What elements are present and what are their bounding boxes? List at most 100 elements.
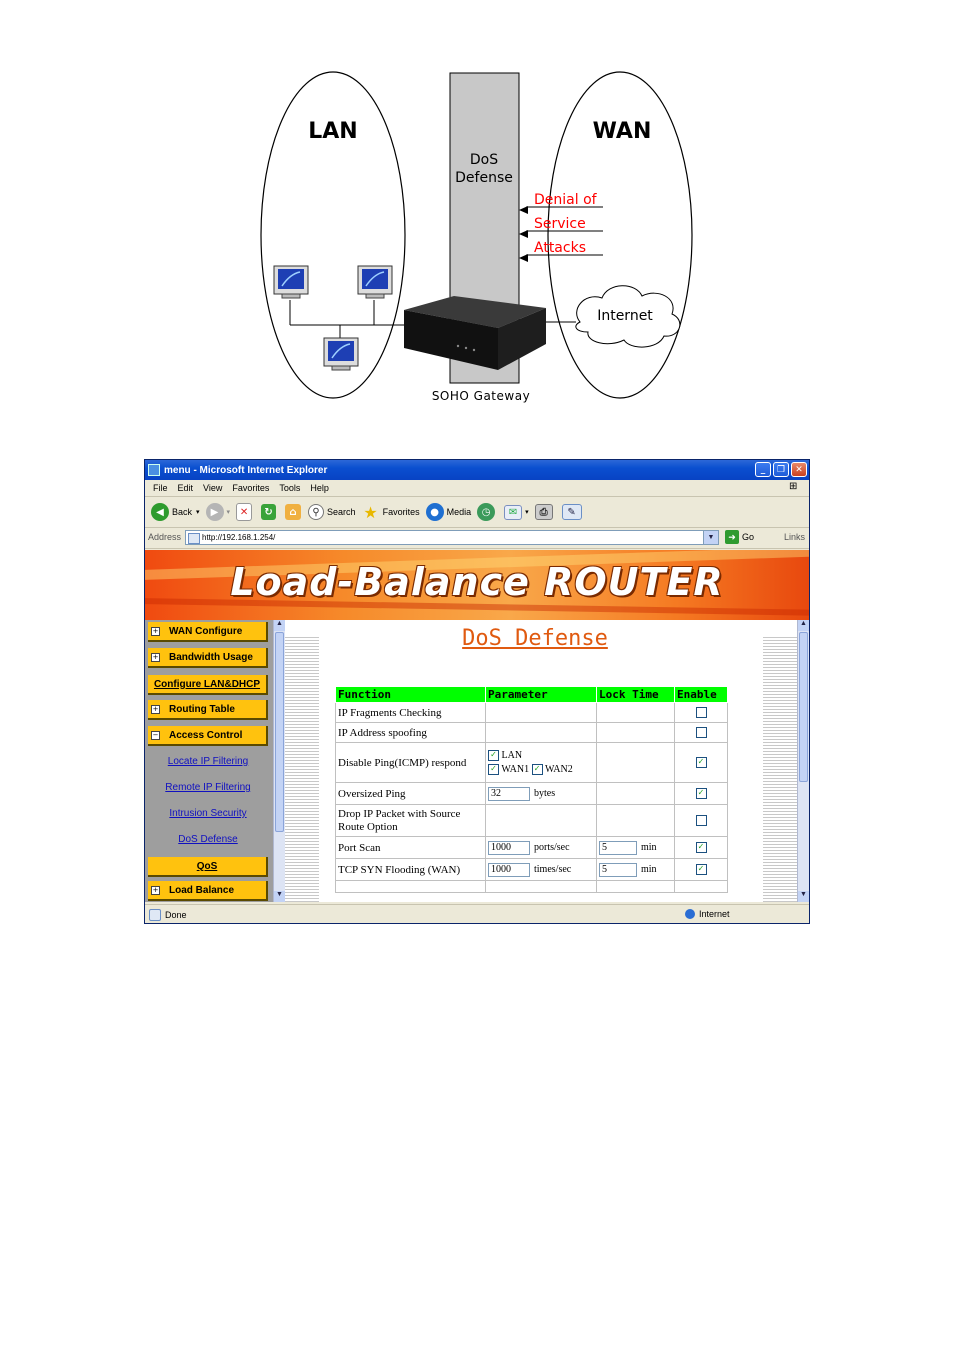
- gateway-device-icon: [404, 296, 546, 370]
- ie-app-icon: [148, 464, 160, 476]
- links-button[interactable]: Links: [783, 532, 805, 542]
- menu-help[interactable]: Help: [310, 483, 329, 493]
- port-scan-rate-input[interactable]: 1000: [488, 840, 530, 855]
- mail-button[interactable]: ✉ ▾: [504, 504, 529, 520]
- forward-button[interactable]: ▶ ▾: [205, 503, 231, 521]
- scroll-down-icon[interactable]: ▼: [274, 891, 285, 902]
- enable-checkbox[interactable]: ✓: [695, 788, 707, 800]
- restore-button[interactable]: ❐: [773, 462, 789, 477]
- lan-ellipse: [260, 71, 406, 399]
- wan-label: WAN: [593, 119, 652, 144]
- nav-dos-defense[interactable]: DoS Defense: [178, 834, 238, 845]
- collapse-icon: −: [151, 730, 160, 740]
- address-label: Address: [148, 532, 182, 542]
- scroll-up-icon[interactable]: ▲: [798, 620, 809, 631]
- nav-access-control[interactable]: −Access Control: [148, 726, 268, 746]
- forward-dropdown-icon: ▾: [226, 509, 231, 516]
- scroll-up-icon[interactable]: ▲: [274, 620, 285, 631]
- go-button[interactable]: ➜ Go: [725, 530, 754, 544]
- history-button[interactable]: ◷: [477, 503, 498, 521]
- address-bar: Address http://192.168.1.254/ ▼ ➜ Go Lin…: [145, 528, 809, 549]
- forward-arrow-icon: ▶: [205, 503, 224, 521]
- router-banner: Load-Balance ROUTER: [145, 550, 809, 620]
- left-hatch-border: [285, 636, 319, 902]
- menu-file[interactable]: File: [153, 483, 168, 493]
- computer-icon: [273, 265, 309, 299]
- enable-checkbox[interactable]: [695, 707, 707, 719]
- wan2-checkbox[interactable]: ✓: [531, 764, 543, 776]
- menu-tools[interactable]: Tools: [279, 483, 301, 493]
- back-label: Back: [172, 507, 193, 517]
- media-button[interactable]: ● Media: [425, 503, 471, 521]
- internet-cloud-icon: [575, 285, 681, 348]
- standard-toolbar: ◀ Back ▾ ▶ ▾ ✕ ↻ ⌂ ⚲ Search ★ Favorites …: [145, 497, 809, 528]
- nav-routing-table[interactable]: +Routing Table: [148, 700, 268, 720]
- nav-bandwidth-usage[interactable]: +Bandwidth Usage: [148, 648, 268, 668]
- enable-checkbox[interactable]: ✓: [695, 757, 707, 769]
- search-label: Search: [327, 507, 356, 517]
- page-done-icon: [149, 909, 161, 921]
- home-button[interactable]: ⌂: [285, 504, 304, 520]
- zone-text: Internet: [699, 909, 730, 919]
- status-text: Done: [165, 910, 187, 920]
- syn-flood-rate-input[interactable]: 1000: [488, 862, 530, 877]
- nav-intrusion-security[interactable]: Intrusion Security: [169, 808, 247, 819]
- wan1-checkbox[interactable]: ✓: [488, 764, 499, 776]
- media-icon: ●: [425, 503, 444, 521]
- attack-label-2: Service: [534, 216, 586, 232]
- search-icon: ⚲: [308, 504, 325, 520]
- scroll-down-icon[interactable]: ▼: [798, 891, 809, 902]
- back-button[interactable]: ◀ Back ▾: [151, 503, 200, 521]
- print-button[interactable]: ⎙: [534, 504, 556, 520]
- nav-load-balance[interactable]: +Load Balance: [148, 881, 268, 901]
- enable-checkbox[interactable]: [695, 815, 707, 827]
- nav-locate-ip-filtering[interactable]: Locate IP Filtering: [167, 756, 249, 767]
- close-button[interactable]: ✕: [791, 462, 807, 477]
- enable-checkbox[interactable]: [695, 727, 707, 739]
- banner-title: Load-Balance ROUTER: [230, 560, 724, 604]
- expand-icon: +: [151, 704, 160, 714]
- nav-wan-configure[interactable]: +WAN Configure: [148, 622, 268, 642]
- minimize-button[interactable]: _: [755, 462, 771, 477]
- table-row: Drop IP Packet with Source Route Option: [335, 804, 728, 837]
- address-value: http://192.168.1.254/: [202, 533, 276, 542]
- refresh-button[interactable]: ↻: [261, 504, 279, 520]
- main-scrollbar[interactable]: ▲ ▼: [797, 620, 809, 902]
- header-function: Function: [335, 686, 486, 703]
- nav-remote-ip-filtering[interactable]: Remote IP Filtering: [165, 782, 251, 793]
- stop-button[interactable]: ✕: [236, 503, 255, 521]
- menu-edit[interactable]: Edit: [177, 483, 194, 493]
- port-scan-lock-input[interactable]: 5: [599, 840, 637, 855]
- enable-checkbox[interactable]: ✓: [695, 842, 707, 854]
- menu-favorites[interactable]: Favorites: [232, 483, 270, 493]
- stop-icon: ✕: [236, 503, 253, 521]
- enable-checkbox[interactable]: ✓: [695, 864, 707, 876]
- edit-page-icon: ✎: [561, 504, 582, 520]
- favorites-label: Favorites: [382, 507, 420, 517]
- status-bar: Done Internet: [145, 904, 809, 923]
- browser-window: menu - Microsoft Internet Explorer _ ❐ ✕…: [144, 459, 810, 924]
- back-dropdown-icon: ▾: [196, 509, 200, 516]
- address-dropdown-icon[interactable]: ▼: [703, 531, 718, 544]
- expand-icon: +: [151, 885, 160, 895]
- oversized-ping-input[interactable]: 32: [488, 786, 530, 801]
- main-scroll-thumb[interactable]: [799, 632, 808, 782]
- favorites-button[interactable]: ★ Favorites: [362, 503, 420, 522]
- header-enable: Enable: [674, 686, 728, 703]
- mail-dropdown-icon: ▾: [525, 509, 529, 516]
- computer-icon: [323, 337, 359, 371]
- nav-qos[interactable]: QoS: [148, 857, 268, 877]
- internet-zone-icon: [685, 909, 695, 919]
- address-input[interactable]: http://192.168.1.254/ ▼: [185, 530, 719, 545]
- menu-view[interactable]: View: [203, 483, 223, 493]
- search-button[interactable]: ⚲ Search: [308, 504, 356, 520]
- nav-scrollbar[interactable]: ▲ ▼: [273, 620, 285, 902]
- nav-scroll-thumb[interactable]: [275, 632, 284, 832]
- title-bar: menu - Microsoft Internet Explorer _ ❐ ✕: [145, 460, 809, 480]
- attack-arrows: [526, 206, 603, 256]
- edit-button[interactable]: ✎: [561, 504, 585, 520]
- nav-configure-lan-dhcp[interactable]: Configure LAN&DHCP: [148, 675, 268, 695]
- syn-flood-lock-input[interactable]: 5: [599, 862, 637, 877]
- lan-checkbox[interactable]: ✓: [488, 750, 499, 761]
